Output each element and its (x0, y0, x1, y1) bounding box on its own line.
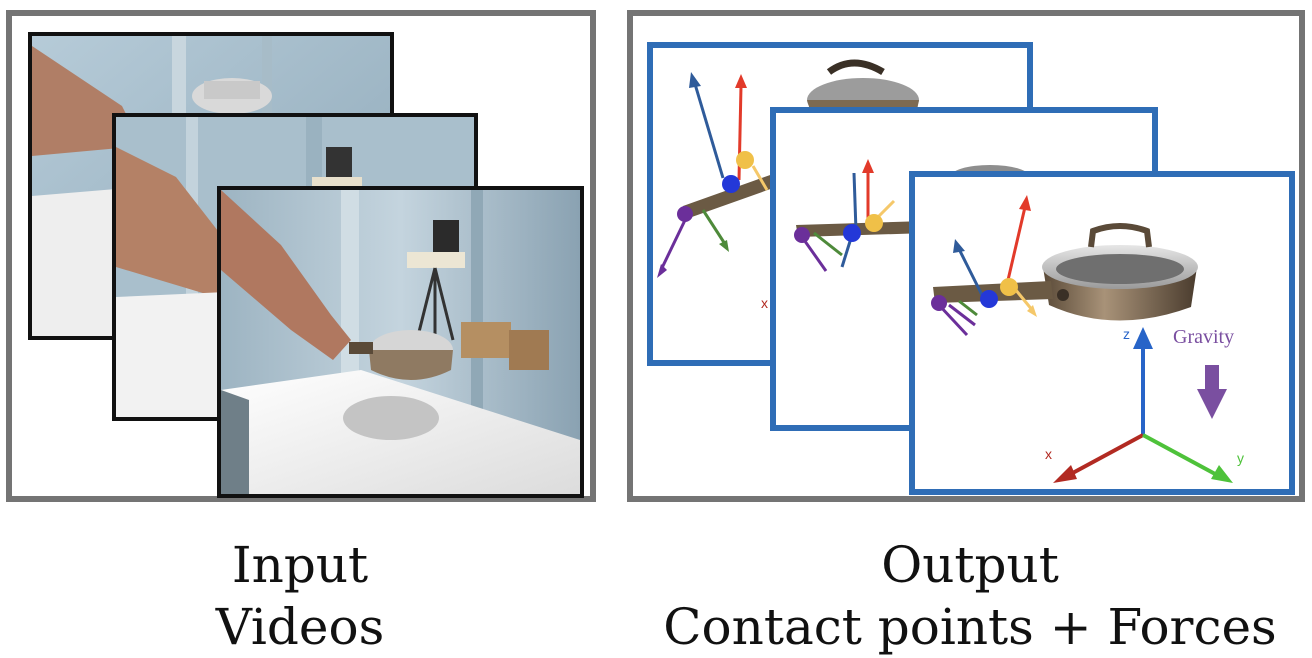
output-panel: x (627, 10, 1305, 502)
axis-z-label: z (1123, 326, 1130, 342)
output-caption-line1: Output (881, 536, 1059, 594)
input-caption-line2: Videos (215, 598, 385, 656)
output-frame-front: Gravity z x y (909, 171, 1295, 495)
gravity-label: Gravity (1173, 326, 1234, 348)
output-caption-line2: Contact points + Forces (663, 598, 1277, 656)
input-panel (6, 10, 596, 502)
axis-x-label: x (1045, 446, 1052, 462)
axis-y-label: y (1237, 450, 1244, 466)
back-frame-axis-x-label: x (761, 295, 768, 311)
output-caption: Output Contact points + Forces (640, 534, 1300, 658)
video-frame-front (217, 186, 584, 498)
input-caption-line1: Input (231, 536, 369, 594)
input-caption: Input Videos (100, 534, 500, 658)
